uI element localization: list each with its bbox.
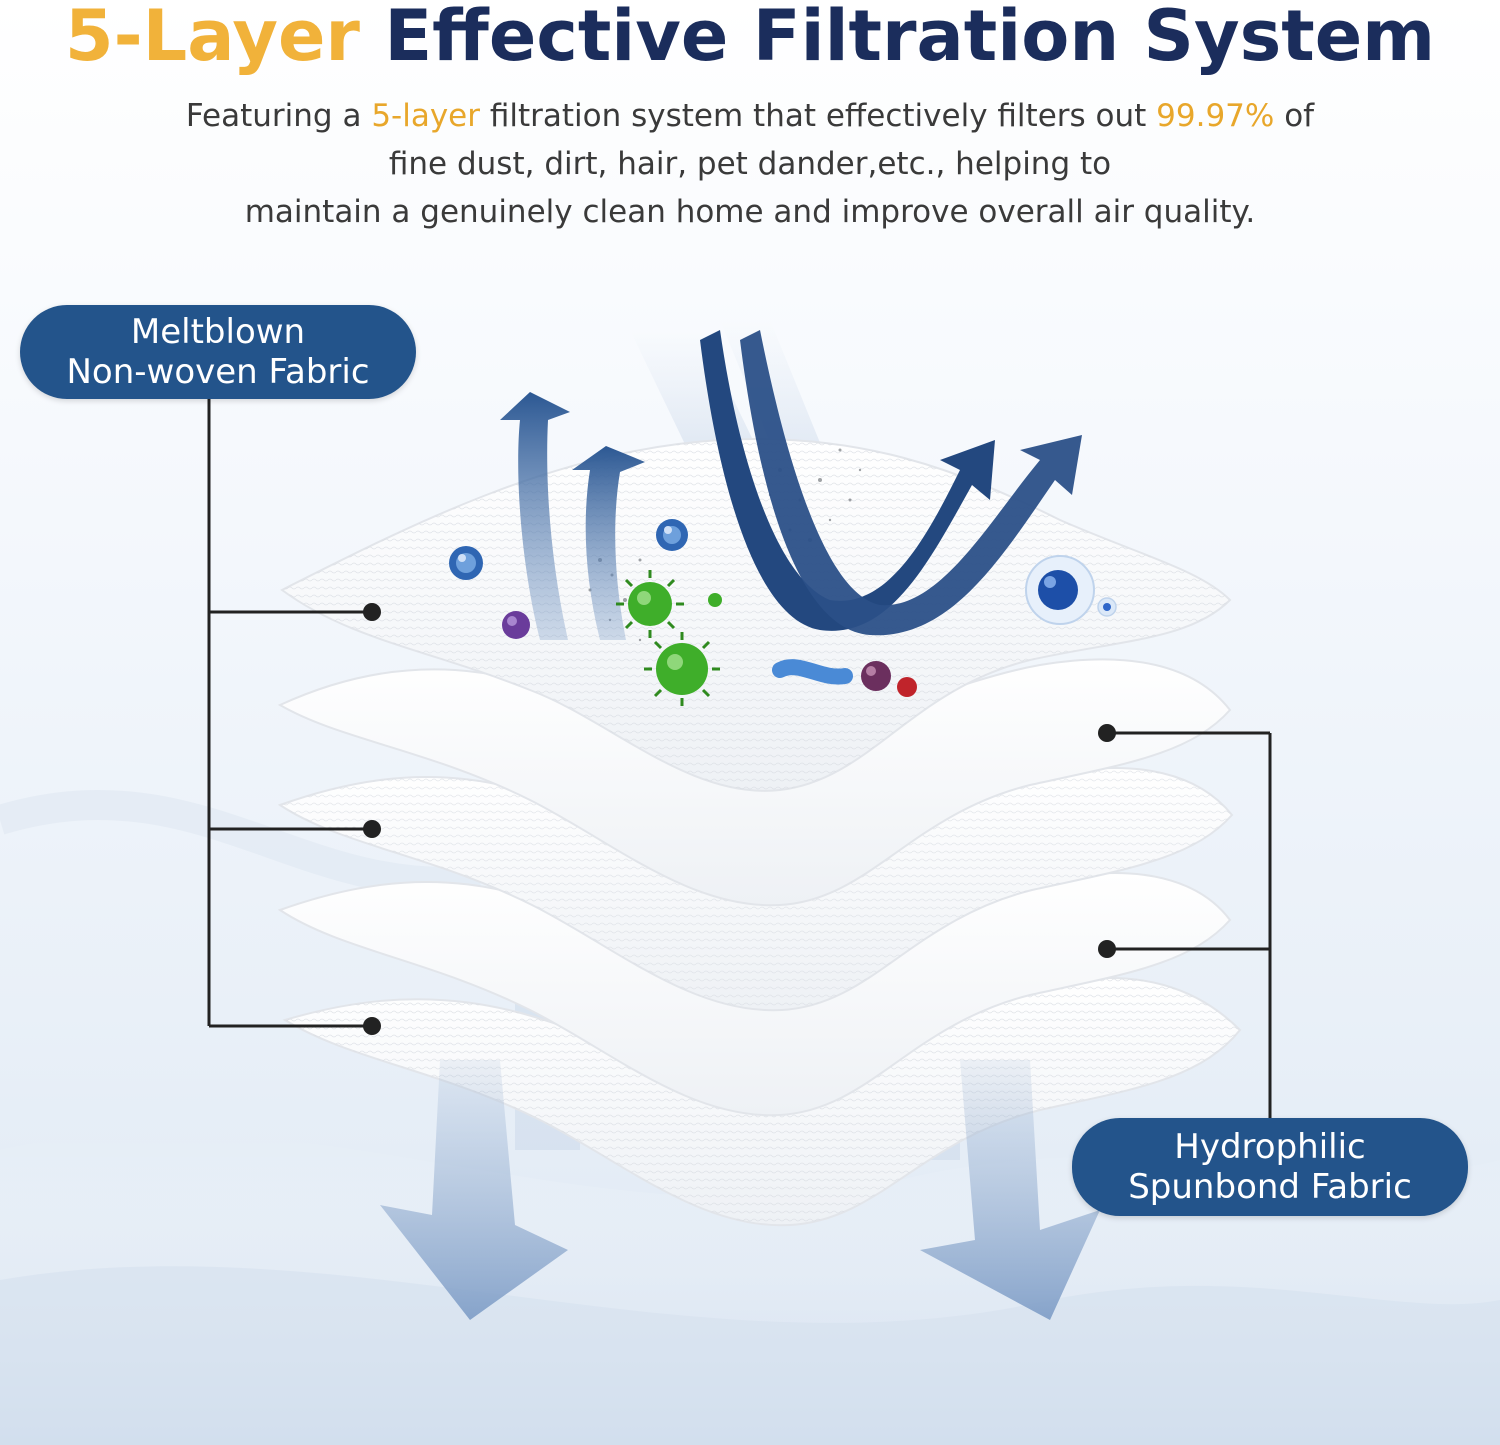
- down-arrow: [920, 1060, 1100, 1320]
- green-virus: [644, 632, 720, 706]
- purple-virus: [861, 661, 891, 691]
- label-meltblown: Meltblown Non-woven Fabric: [20, 305, 416, 399]
- callout-dot: [1098, 724, 1116, 742]
- callout-dot: [1098, 940, 1116, 958]
- subtitle-text-3: of: [1274, 98, 1315, 134]
- label-meltblown-line-2: Non-woven Fabric: [66, 352, 370, 392]
- callout-dot: [363, 1017, 381, 1035]
- page-title: 5-Layer Effective Filtration System: [0, 0, 1500, 78]
- water-bubble: [1025, 555, 1117, 625]
- up-arrow: [500, 392, 570, 640]
- bacteria: [772, 659, 853, 685]
- green-virus: [616, 570, 684, 638]
- subtitle-highlight-layers: 5-layer: [371, 98, 480, 134]
- green-virus-small: [708, 593, 722, 607]
- deflect-arrow: [700, 330, 995, 631]
- callout-dot: [363, 820, 381, 838]
- subtitle-text-2: filtration system that effectively filte…: [480, 98, 1157, 134]
- label-spunbond-line-2: Spunbond Fabric: [1128, 1167, 1412, 1207]
- down-arrow: [380, 1060, 568, 1320]
- title-main: Effective Filtration System: [384, 0, 1436, 77]
- subtitle-text-1: Featuring a: [185, 98, 372, 134]
- left-callout-lines: [207, 399, 372, 1028]
- right-callout-lines: [1107, 731, 1272, 1118]
- background-wave: [0, 1266, 1500, 1445]
- subtitle-line-3: maintain a genuinely clean home and impr…: [244, 194, 1256, 230]
- red-particle: [897, 677, 917, 697]
- callout-dot: [363, 603, 381, 621]
- label-meltblown-line-1: Meltblown: [130, 312, 306, 352]
- up-arrow: [572, 446, 645, 640]
- subtitle: Featuring a 5-layer filtration system th…: [100, 92, 1400, 236]
- pollen-particle: [656, 519, 688, 551]
- title-accent: 5-Layer: [64, 0, 360, 77]
- pollen-particle: [449, 546, 483, 580]
- subtitle-line-2: fine dust, dirt, hair, pet dander,etc., …: [388, 146, 1112, 182]
- subtitle-highlight-percent: 99.97%: [1156, 98, 1275, 134]
- label-spunbond: Hydrophilic Spunbond Fabric: [1072, 1118, 1468, 1216]
- label-spunbond-line-1: Hydrophilic: [1174, 1127, 1366, 1167]
- background-wave: [0, 790, 482, 897]
- purple-particle: [502, 611, 530, 639]
- deflect-arrow: [740, 330, 1082, 636]
